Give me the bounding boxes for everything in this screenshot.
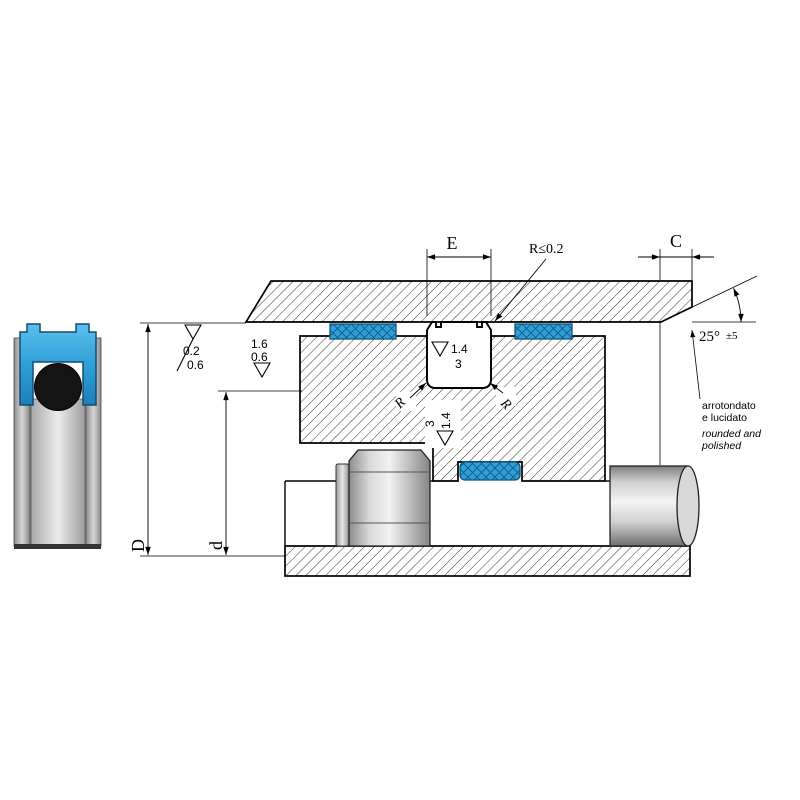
angle-label: 25° ±5: [699, 328, 738, 345]
seal-detail-view: [13, 323, 102, 549]
finish-groove-bottom-b: 1.4: [439, 412, 453, 429]
finish-groove-side-b: 3: [455, 357, 462, 371]
finish-groove-side-triangle: [431, 341, 449, 358]
finish-outer-a: 1.6: [251, 337, 268, 351]
groove-radius-leader-right: [489, 382, 504, 394]
dim-E-label: E: [447, 233, 458, 253]
finish-groove-bottom-triangle: [436, 430, 454, 447]
rod-end-cylinder: [609, 465, 700, 547]
angle-tolerance: ±5: [726, 330, 738, 342]
static-o-ring-seal: [459, 461, 521, 481]
edge-note-leader: [690, 329, 701, 400]
washer: [335, 463, 350, 547]
detail-base-line: [14, 544, 101, 549]
nut-body: [348, 449, 431, 547]
guide-ring-left: [329, 323, 397, 340]
edge-note-it-line2: e lucidato: [702, 412, 747, 424]
dim-d-label: d: [206, 541, 226, 550]
finish-outer-triangle: [253, 362, 271, 379]
radius-note-leader: [494, 258, 547, 322]
angle-arc: [733, 288, 744, 323]
main-section-view: [244, 280, 700, 577]
radius-note-label: R≤0.2: [529, 242, 564, 257]
piston-rod: [284, 480, 610, 546]
finish-bore-b: 0.6: [187, 358, 204, 372]
cylinder-wall-section: [244, 280, 693, 323]
finish-groove-side-a: 1.4: [451, 342, 468, 356]
finish-bore-slash: [176, 338, 194, 372]
piston-nut: [348, 449, 431, 547]
dimension-C: [638, 249, 714, 465]
dim-C-label: C: [670, 231, 682, 251]
edge-note-it-line1: arrotondato: [702, 400, 756, 412]
finish-outer-b: 0.6: [251, 350, 268, 364]
dimension-D: [140, 322, 285, 557]
detail-piston-body: [30, 398, 86, 546]
edge-note-en-line1: rounded and: [702, 428, 762, 440]
angle-value: 25°: [699, 329, 720, 345]
finish-bore-triangle: [184, 324, 202, 341]
guide-ring-right-hatch: [515, 324, 572, 339]
angle-ref-chamfer: [660, 275, 758, 323]
edge-note-en-line2: polished: [701, 440, 742, 452]
finish-symbols: [176, 324, 461, 448]
static-seal-hatch: [460, 462, 520, 480]
groove-radius-leader-left: [409, 382, 427, 399]
lower-section-strip: [284, 545, 691, 577]
rod-end-face: [676, 465, 700, 547]
annotations: [140, 249, 758, 557]
finish-bore-a: 0.2: [183, 344, 200, 358]
chamfer-angle: [660, 275, 758, 323]
seal-profile: [426, 321, 492, 389]
detail-o-ring: [34, 363, 82, 411]
dimension-E: [426, 249, 492, 316]
dimension-d: [218, 390, 302, 555]
rod-end-body: [609, 465, 689, 547]
labels: E C R≤0.2 D d 25° ±5 0.2 0.6 1.6 0.6 1.4…: [128, 231, 762, 552]
dim-D-label: D: [128, 539, 148, 552]
guide-ring-left-hatch: [330, 324, 396, 339]
detail-seal-cap: [19, 323, 97, 406]
guide-ring-right: [514, 323, 573, 340]
finish-groove-bottom-a: 3: [423, 420, 437, 427]
